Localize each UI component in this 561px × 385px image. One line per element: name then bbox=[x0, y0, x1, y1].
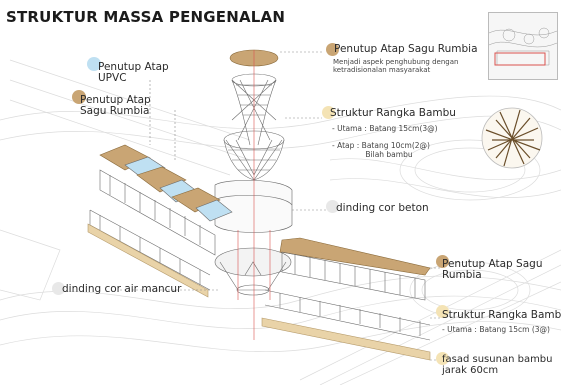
site-contours bbox=[0, 59, 561, 385]
label-dinding-cor-air-mancur: dinding cor air mancur bbox=[62, 283, 182, 295]
thatch-marker-icon-top bbox=[326, 43, 339, 56]
label-penutup-sagu-top: Penutup Atap Sagu Rumbia bbox=[334, 43, 478, 55]
label-penutup-sagu-right: Penutup Atap Sagu Rumbia bbox=[442, 258, 543, 282]
label-fasad: fasad susunan bambu jarak 60cm bbox=[442, 354, 553, 376]
bamboo-joint-detail bbox=[481, 107, 543, 169]
concrete-marker-icon bbox=[326, 200, 339, 213]
fountain-marker-icon bbox=[52, 282, 65, 295]
tower-structure bbox=[214, 49, 293, 296]
page-title: STRUKTUR MASSA PENGENALAN bbox=[6, 8, 286, 26]
bamboo-marker-icon-top bbox=[322, 106, 335, 119]
label-penutup-sagu-top-note: Menjadi aspek penghubung dengan ketradis… bbox=[333, 58, 459, 75]
label-rangka-bambu-right-spec: - Utama : Batang 15cm (3@) bbox=[442, 325, 550, 334]
label-dinding-cor-beton: dinding cor beton bbox=[336, 202, 429, 214]
label-rangka-bambu-top: Struktur Rangka Bambu bbox=[330, 107, 456, 119]
label-rangka-bambu-top-spec2: - Atap : Batang 10cm(2@) Bilah bambu bbox=[332, 141, 430, 159]
red-guide-lines bbox=[237, 50, 271, 340]
left-building bbox=[87, 144, 233, 298]
upvc-marker-icon bbox=[87, 57, 101, 71]
thatch-marker-icon-right bbox=[436, 255, 449, 268]
site-thumbnail bbox=[488, 12, 558, 80]
thatch-marker-icon-left bbox=[72, 90, 86, 104]
label-penutup-upvc: Penutup Atap UPVC bbox=[98, 61, 169, 85]
label-penutup-sagu-left: Penutup Atap Sagu Rumbia bbox=[80, 94, 151, 118]
right-building bbox=[261, 237, 431, 361]
label-rangka-bambu-top-spec1: - Utama : Batang 15cm(3@) bbox=[332, 124, 438, 133]
bamboo-marker-icon-right bbox=[436, 305, 449, 318]
facade-marker-icon bbox=[436, 352, 449, 365]
label-rangka-bambu-right: Struktur Rangka Bambu bbox=[442, 309, 561, 321]
